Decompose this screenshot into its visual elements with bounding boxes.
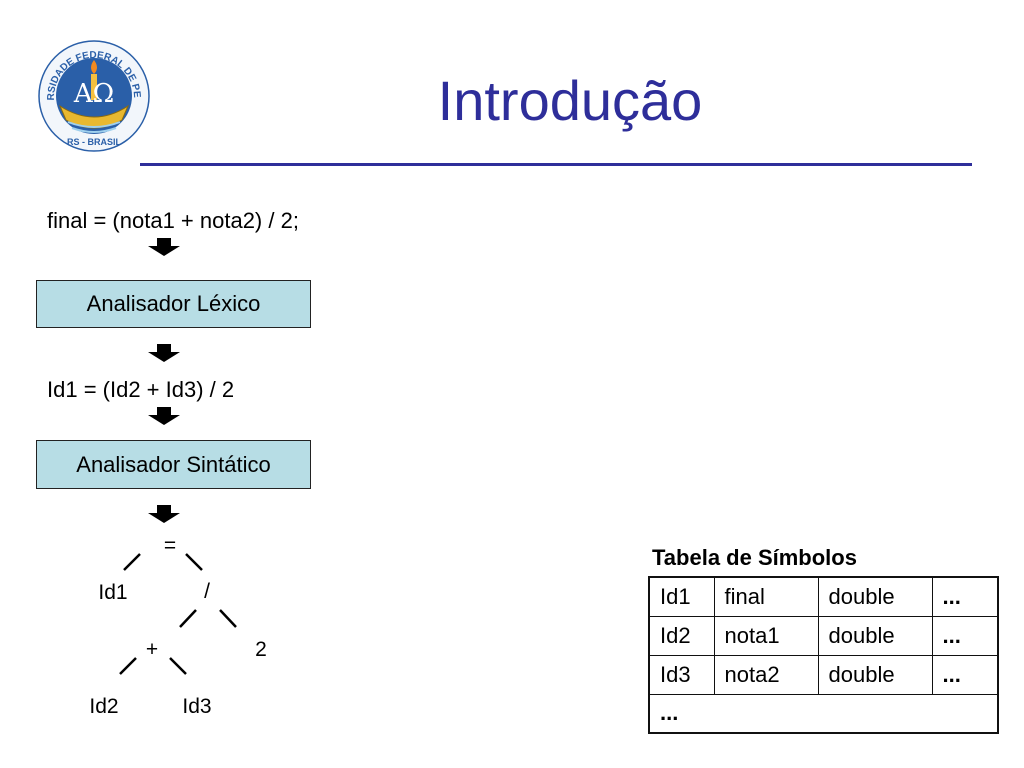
svg-text:RS - BRASIL: RS - BRASIL [67,137,122,147]
tree-edge [179,609,197,628]
tree-node-divide: / [204,580,210,603]
table-cell: Id1 [648,576,715,617]
tree-node-two: 2 [255,638,267,661]
tree-edge [185,553,203,571]
down-arrow-icon [148,238,180,256]
token-stream-line: Id1 = (Id2 + Id3) / 2 [47,377,235,402]
title-underline [140,163,972,166]
down-arrow-icon [148,505,180,523]
table-cell: double [817,615,933,656]
tree-node-id3: Id3 [182,695,211,718]
slide-title: Introdução [437,69,703,132]
lexical-analyzer-label: Analisador Léxico [86,291,261,316]
table-cell: final [713,576,819,617]
table-cell: ... [931,654,999,695]
symbol-table: Id1 final double ... Id2 nota1 double ..… [648,576,999,734]
table-cell: ... [931,576,999,617]
lexical-analyzer-box: Analisador Léxico [36,280,311,328]
table-cell: nota2 [713,654,819,695]
syntax-tree: = Id1 / + 2 Id2 Id3 [89,534,267,718]
svg-text:AΩ: AΩ [73,79,114,109]
source-code-line: final = (nota1 + nota2) / 2; [47,208,299,233]
tree-node-assign: = [164,534,176,557]
table-row: Id1 final double ... [648,576,999,617]
tree-edge [119,657,137,675]
tree-node-plus: + [146,638,158,661]
down-arrow-icon [148,407,180,425]
symbol-table-title: Tabela de Símbolos [652,545,857,570]
table-cell: double [817,576,933,617]
table-cell: double [817,654,933,695]
syntax-analyzer-box: Analisador Sintático [36,440,311,489]
down-arrow-icon [148,344,180,362]
table-row: ... [648,693,999,734]
tree-node-id1: Id1 [98,581,127,604]
tree-edge [169,657,187,675]
table-cell: Id3 [648,654,715,695]
tree-edge [219,609,237,628]
syntax-analyzer-label: Analisador Sintático [76,451,271,477]
table-row: Id3 nota2 double ... [648,654,999,695]
tree-edge [123,553,141,571]
table-cell: Id2 [648,615,715,656]
tree-node-id2: Id2 [89,695,118,718]
table-cell: nota1 [713,615,819,656]
table-row: Id2 nota1 double ... [648,615,999,656]
table-cell: ... [931,615,999,656]
university-logo: AΩ UNIVERSIDADE FEDERAL DE PELOTAS RS - … [38,40,150,152]
table-cell: ... [648,693,999,734]
